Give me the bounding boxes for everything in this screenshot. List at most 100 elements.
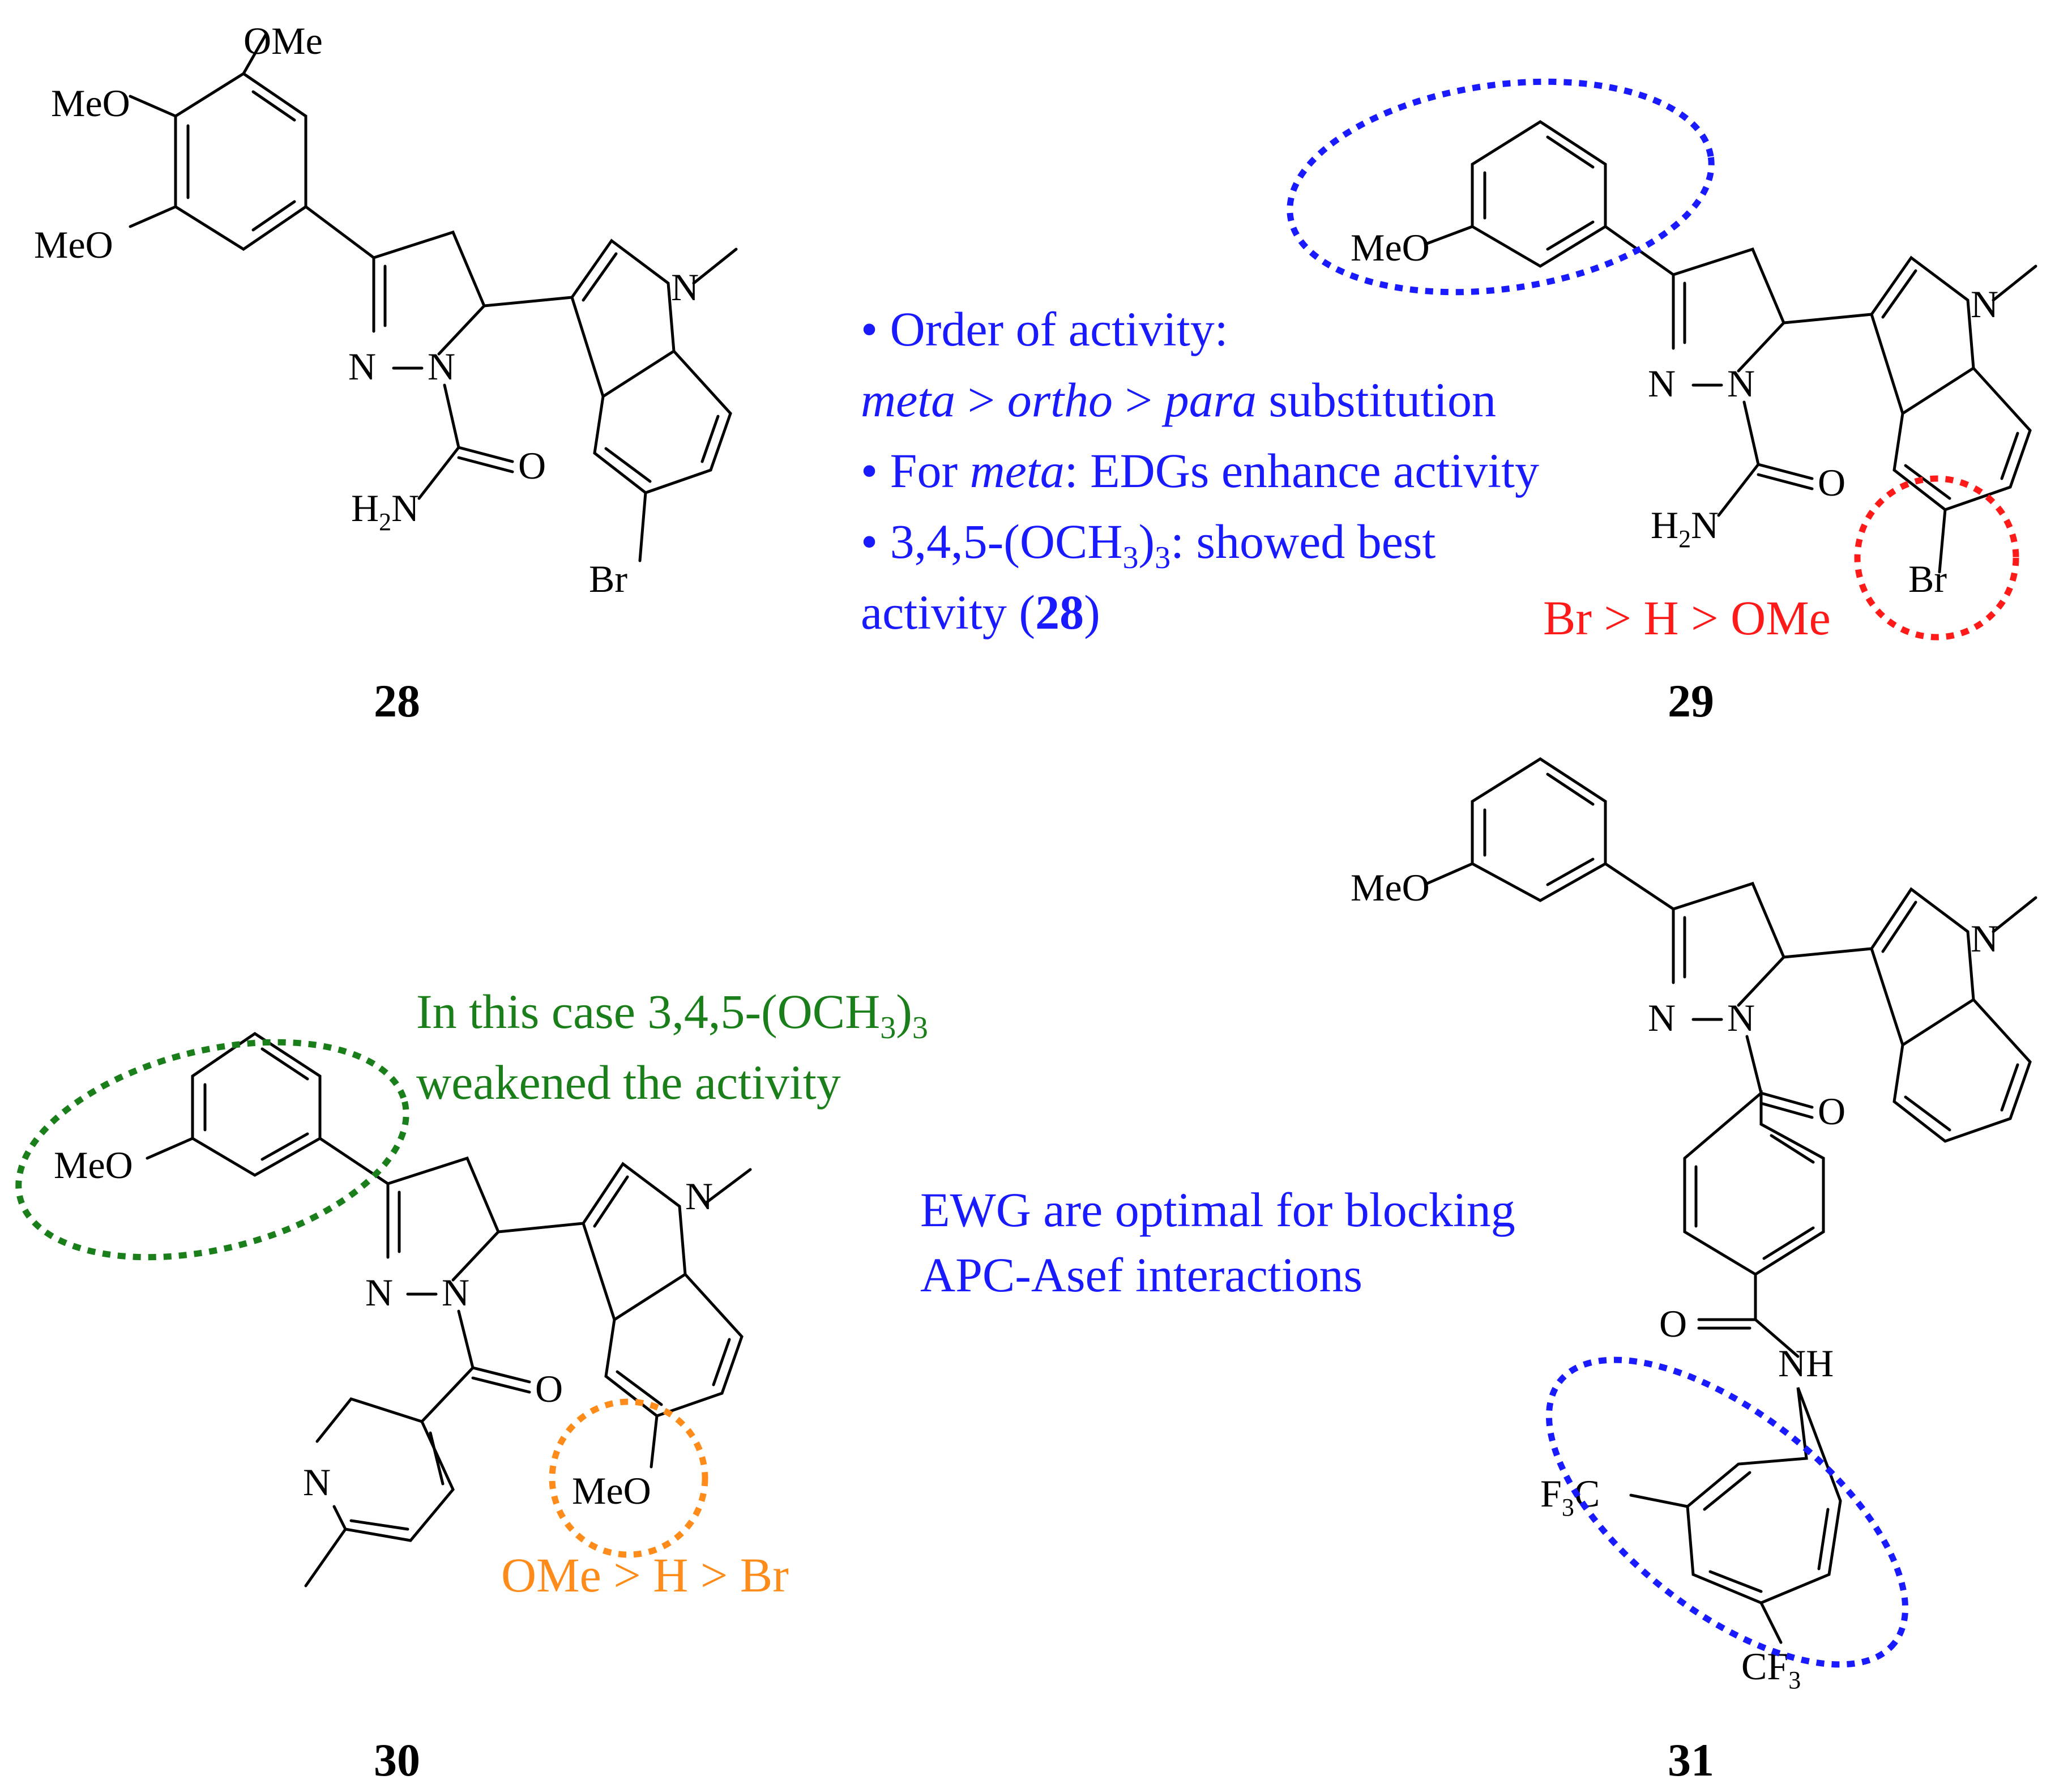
note-sub: 3 bbox=[1155, 540, 1170, 575]
bond bbox=[1697, 1273, 1800, 1358]
note-green-line1: In this case 3,4,5-(OCH3)3 bbox=[416, 984, 928, 1046]
note-pre: activity ( bbox=[861, 585, 1035, 639]
note-red-order: Br > H > OMe bbox=[1543, 591, 1831, 645]
note-line: • For meta: EDGs enhance activity bbox=[861, 443, 1539, 498]
note-line: • Order of activity: bbox=[861, 302, 1228, 356]
note-sub: 3 bbox=[1122, 540, 1138, 575]
br-label: Br bbox=[589, 557, 627, 600]
note-line: activity (28) bbox=[861, 585, 1100, 639]
h2n-h: H bbox=[1651, 503, 1678, 547]
n-label: N bbox=[1727, 996, 1755, 1039]
bond bbox=[1938, 508, 1947, 574]
bond bbox=[1992, 896, 2037, 933]
n-label: N bbox=[1971, 283, 1998, 326]
compound-label-30: 30 bbox=[374, 1734, 420, 1786]
n-label: N bbox=[428, 345, 455, 388]
bond bbox=[146, 1137, 194, 1160]
h2n-n: N bbox=[1691, 503, 1719, 547]
bond bbox=[1483, 773, 1595, 886]
compound-label-31: 31 bbox=[1668, 1734, 1714, 1786]
bond bbox=[203, 1047, 309, 1161]
compound-label-29: 29 bbox=[1668, 675, 1714, 727]
molecule-29 bbox=[1425, 120, 2037, 574]
molecule-31 bbox=[1425, 757, 2037, 1644]
highlight-aniline-31 bbox=[1545, 1356, 1909, 1668]
note-bold: 28 bbox=[1035, 585, 1084, 639]
br-label: Br bbox=[1908, 557, 1947, 600]
n-label: N bbox=[1648, 996, 1676, 1039]
bond bbox=[315, 1397, 455, 1542]
highlight-ome-30 bbox=[549, 1398, 708, 1558]
highlight-aryl-30 bbox=[15, 1039, 409, 1261]
bond bbox=[1782, 313, 1873, 325]
bond bbox=[1471, 120, 1607, 268]
bond bbox=[1992, 264, 2037, 302]
cf3-sub: 3 bbox=[1788, 1666, 1801, 1694]
note-ortho: ortho bbox=[1007, 373, 1113, 427]
meo-label: MeO bbox=[1351, 866, 1430, 909]
cf3-label: CF3 bbox=[1741, 1645, 1801, 1694]
note-pre: • For bbox=[861, 443, 970, 498]
bond bbox=[420, 1309, 531, 1423]
bond bbox=[1672, 881, 1785, 1007]
bond bbox=[1483, 135, 1595, 251]
cf3-cf: CF bbox=[1741, 1645, 1788, 1688]
bond bbox=[497, 1222, 585, 1234]
f3c-sub: 3 bbox=[1562, 1493, 1574, 1521]
note-mid: ) bbox=[1138, 514, 1155, 569]
note-gt: > bbox=[955, 373, 1007, 427]
bond bbox=[1471, 757, 1607, 902]
bond bbox=[129, 32, 268, 228]
bond bbox=[372, 230, 486, 356]
bond bbox=[650, 1414, 659, 1469]
n-label: N bbox=[1727, 362, 1755, 405]
h2n-label: H2N bbox=[351, 487, 419, 536]
n-label: N bbox=[1971, 917, 1998, 960]
note-green-line2: weakened the activity bbox=[416, 1055, 841, 1110]
bond bbox=[1629, 1493, 1783, 1644]
note-para: para bbox=[1161, 373, 1257, 427]
bond bbox=[1604, 862, 1675, 911]
h2n-h: H bbox=[351, 487, 379, 530]
bond bbox=[1870, 887, 1975, 1047]
o-label: O bbox=[535, 1367, 563, 1410]
note-sub: 3 bbox=[880, 1010, 896, 1046]
highlight-br-29 bbox=[1854, 475, 2019, 641]
bond bbox=[482, 296, 574, 308]
n-label: N bbox=[303, 1461, 331, 1504]
note-rest: : EDGs enhance activity bbox=[1065, 443, 1539, 498]
bond bbox=[417, 383, 514, 500]
note-line: • 3,4,5-(OCH3)3: showed best bbox=[861, 514, 1436, 575]
bond bbox=[1717, 400, 1814, 517]
bond bbox=[1782, 947, 1873, 959]
bond bbox=[1892, 998, 2032, 1143]
bond bbox=[1892, 366, 2032, 511]
bond bbox=[582, 1162, 687, 1322]
n-label: N bbox=[685, 1175, 713, 1218]
bond bbox=[304, 205, 375, 259]
bond bbox=[638, 491, 647, 562]
o-label: O bbox=[1818, 1090, 1845, 1133]
bond bbox=[1425, 225, 1474, 245]
bond bbox=[692, 247, 738, 285]
note-meta: meta bbox=[861, 373, 955, 427]
n-label: N bbox=[348, 345, 376, 388]
h2n-sub: 2 bbox=[379, 508, 391, 536]
meo-label: MeO bbox=[51, 82, 130, 125]
n-label: N bbox=[365, 1271, 393, 1314]
ome-label: OMe bbox=[243, 19, 323, 62]
note-rest: substitution bbox=[1257, 373, 1496, 427]
bond bbox=[191, 1031, 322, 1177]
meo-label: MeO bbox=[1351, 226, 1430, 269]
bond bbox=[186, 90, 296, 232]
bond bbox=[703, 1168, 752, 1205]
note-post: ) bbox=[1084, 585, 1100, 639]
note-mid: ) bbox=[896, 984, 912, 1039]
h2n-sub: 2 bbox=[1678, 525, 1691, 553]
note-ewg-line1: EWG are optimal for blocking bbox=[920, 1183, 1515, 1237]
nh-label: NH bbox=[1778, 1342, 1834, 1385]
bond bbox=[386, 1156, 500, 1282]
bond bbox=[604, 1273, 744, 1418]
note-orange-order: OMe > H > Br bbox=[501, 1548, 789, 1602]
